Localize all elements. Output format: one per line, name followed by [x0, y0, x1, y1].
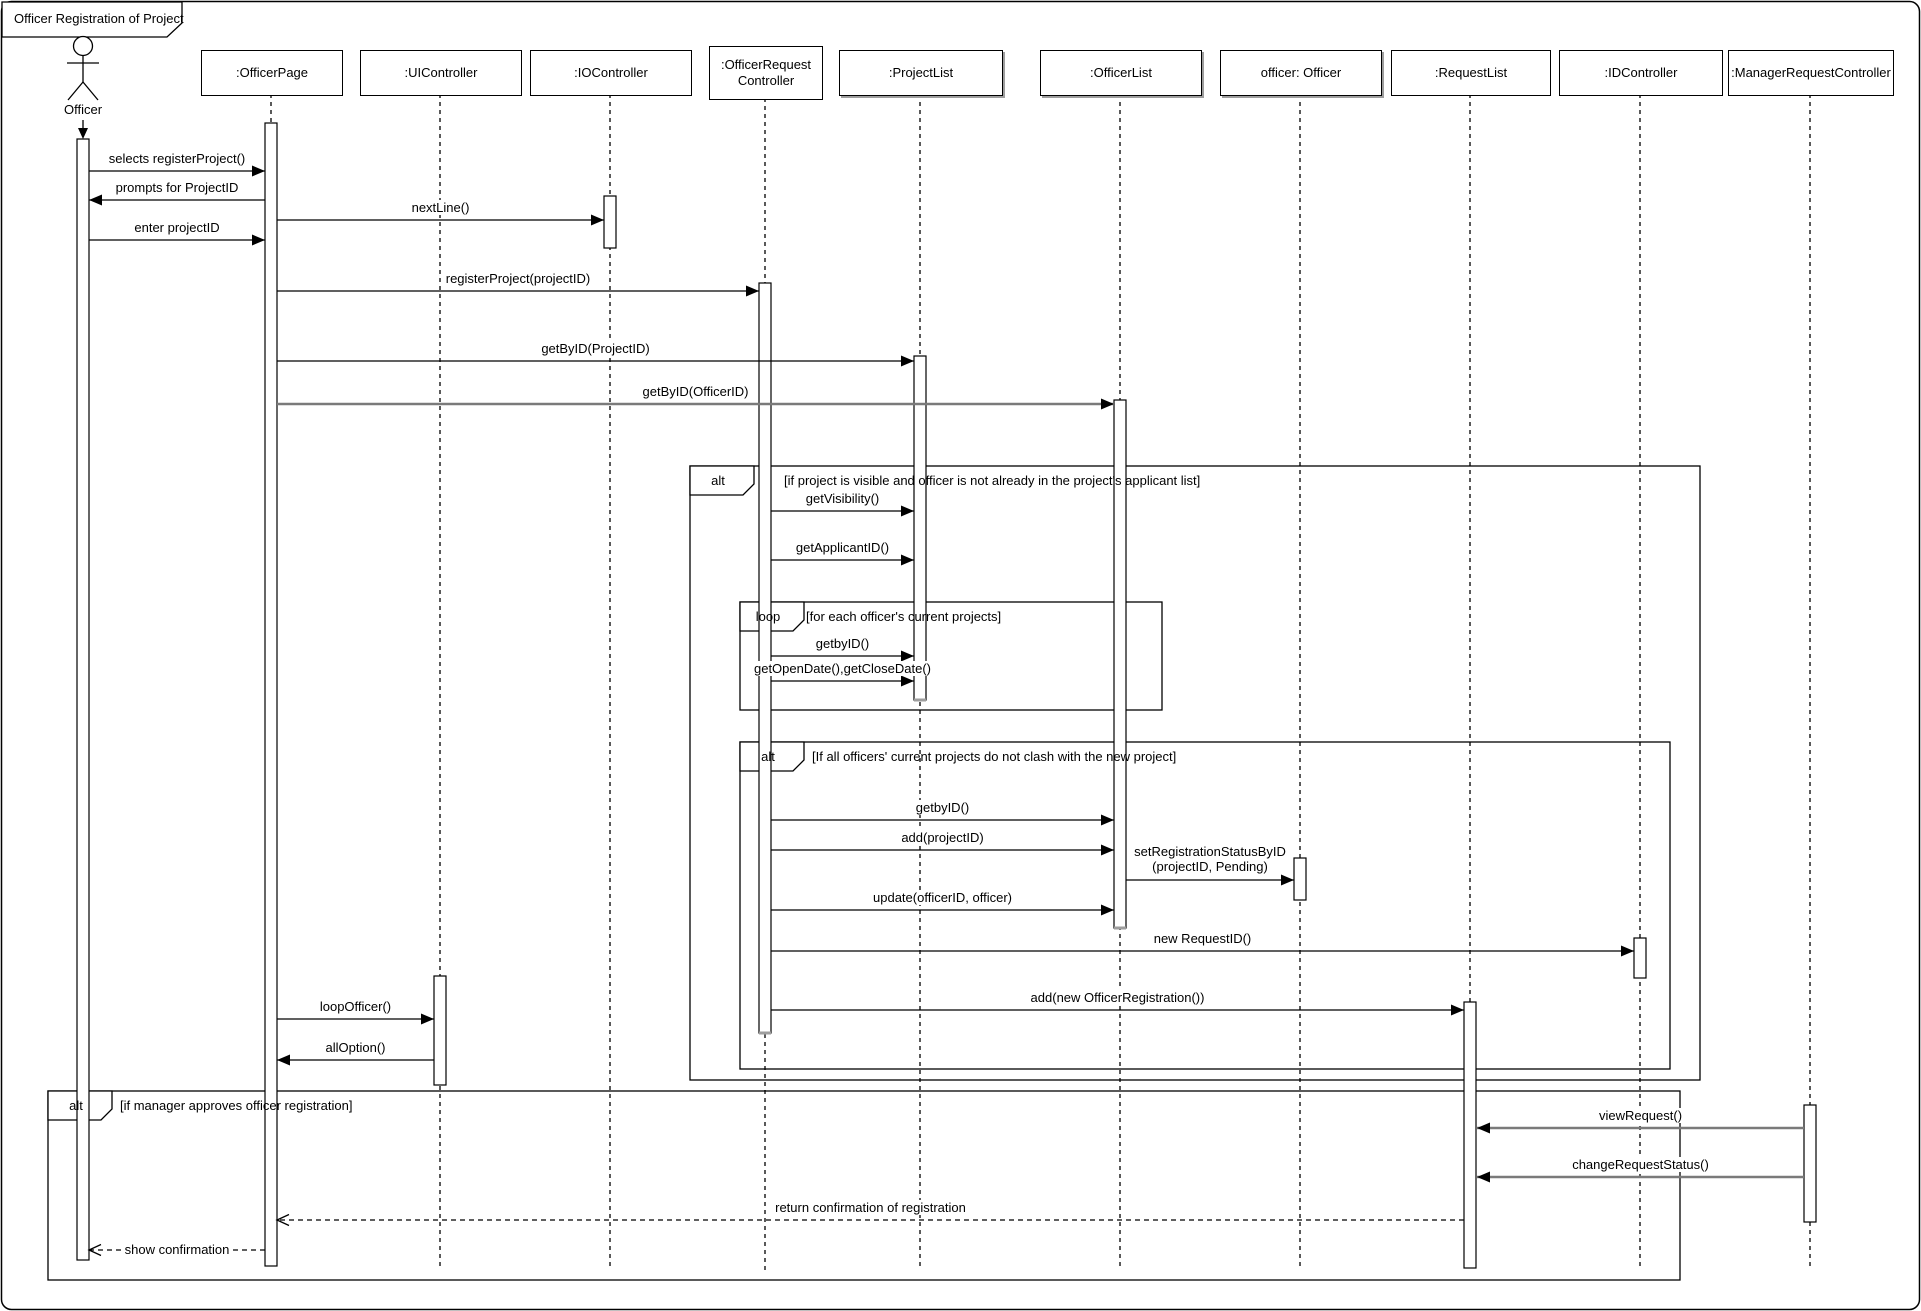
sync-arrowhead [1477, 1171, 1490, 1183]
fragment-operator-pentagon [739, 601, 805, 632]
sync-arrowhead [901, 675, 914, 687]
sync-arrowhead [901, 554, 914, 566]
sync-arrowhead [1101, 814, 1114, 826]
message-label: setRegistrationStatusByID (projectID, Pe… [1131, 844, 1289, 874]
sync-arrowhead [1101, 904, 1114, 916]
actor-leg-right [82, 81, 99, 101]
message-label: return confirmation of registration [772, 1200, 969, 1215]
message-label: prompts for ProjectID [112, 180, 242, 195]
message-label: allOption() [322, 1040, 389, 1055]
message-label: getbyID() [912, 800, 973, 815]
message-label: selects registerProject() [105, 151, 249, 166]
message-label: getOpenDate(),getCloseDate() [750, 661, 935, 676]
return-arrowhead [87, 1243, 102, 1257]
fragment-operator-label: alt [711, 473, 725, 488]
activation-bar-io-controller [603, 195, 617, 249]
lifeline-header-officer-page: :OfficerPage [201, 50, 343, 96]
lifeline-header-id-controller: :IDController [1559, 50, 1723, 96]
fragment-operator-label: loop [755, 609, 781, 624]
sync-arrowhead [252, 234, 265, 246]
return-arrowhead [275, 1213, 290, 1227]
sync-arrowhead [252, 165, 265, 177]
fragment-condition-label: [if project is visible and officer is no… [784, 473, 1201, 488]
fragment-condition-label: [If all officers' current projects do no… [812, 749, 1177, 764]
sync-arrowhead [277, 1054, 290, 1066]
message-label: new RequestID() [1150, 931, 1255, 946]
actor-head [72, 35, 94, 57]
activation-bar-project-list [913, 355, 927, 701]
sync-arrowhead [901, 355, 914, 367]
fragment-frame-alt-2 [739, 741, 1671, 1070]
lifeline-header-request-list: :RequestList [1391, 50, 1551, 96]
message-label: registerProject(projectID) [442, 271, 594, 286]
message-label: getbyID() [812, 636, 873, 651]
message-label: changeRequestStatus() [1569, 1157, 1712, 1172]
activation-bar-officer [76, 138, 90, 1261]
sync-arrowhead [746, 285, 759, 297]
message-label: getVisibility() [802, 491, 883, 506]
activation-bar-request-list [1463, 1001, 1477, 1269]
actor-leg-left [67, 81, 84, 101]
diagram-title: Officer Registration of Project [14, 11, 184, 26]
message-label: loopOfficer() [316, 999, 395, 1014]
lifeline-header-ui-controller: :UIController [360, 50, 522, 96]
activation-bar-ui-controller [433, 975, 447, 1086]
activation-bar-officer-request-controller [758, 282, 772, 1034]
lifeline-header-officer-request-controller: :OfficerRequest Controller [709, 46, 823, 100]
fragment-operator-pentagon [739, 741, 805, 772]
lifeline-header-io-controller: :IOController [530, 50, 692, 96]
lifeline-header-project-list: :ProjectList [839, 50, 1003, 96]
message-label: add(new OfficerRegistration()) [1027, 990, 1208, 1005]
message-label: viewRequest() [1595, 1108, 1686, 1123]
sync-arrowhead [89, 194, 102, 206]
activation-bar-manager-request-controller [1803, 1104, 1817, 1223]
message-label: show confirmation [121, 1242, 233, 1257]
fragment-frame-loop-1 [739, 601, 1163, 711]
actor-create-arrowhead [78, 128, 88, 139]
message-label: getByID(OfficerID) [639, 384, 752, 399]
fragment-condition-label: [if manager approves officer registratio… [120, 1098, 353, 1113]
message-label: add(projectID) [898, 830, 987, 845]
sync-arrowhead [1101, 844, 1114, 856]
sync-arrowhead [1101, 398, 1114, 410]
message-label: update(officerID, officer) [870, 890, 1015, 905]
sync-arrowhead [591, 214, 604, 226]
actor-label: Officer [63, 102, 103, 117]
fragment-operator-label: alt [761, 749, 775, 764]
message-label: nextLine() [408, 200, 473, 215]
lifeline-header-manager-request-controller: :ManagerRequestController [1728, 50, 1894, 96]
activation-bar-officer-page [264, 122, 278, 1267]
activation-bar-officer-object [1293, 857, 1307, 901]
message-label: enter projectID [131, 220, 223, 235]
sync-arrowhead [1621, 945, 1634, 957]
sync-arrowhead [421, 1013, 434, 1025]
lifeline-header-officer-object: officer: Officer [1220, 50, 1382, 96]
fragment-operator-pentagon [689, 465, 755, 496]
fragment-frame-alt-3 [47, 1090, 1681, 1281]
sync-arrowhead [901, 650, 914, 662]
message-label: getApplicantID() [792, 540, 893, 555]
lifeline-header-officer-list: :OfficerList [1040, 50, 1202, 96]
fragment-operator-label: alt [69, 1098, 83, 1113]
title-tab [1, 1, 183, 38]
sync-arrowhead [901, 505, 914, 517]
sync-arrowhead [1451, 1004, 1464, 1016]
fragment-condition-label: [for each officer's current projects] [806, 609, 1002, 624]
fragment-frame-alt-0 [689, 465, 1701, 1081]
message-label: getByID(ProjectID) [538, 341, 653, 356]
activation-bar-id-controller [1633, 937, 1647, 979]
sync-arrowhead [1281, 874, 1294, 886]
sync-arrowhead [1477, 1122, 1490, 1134]
